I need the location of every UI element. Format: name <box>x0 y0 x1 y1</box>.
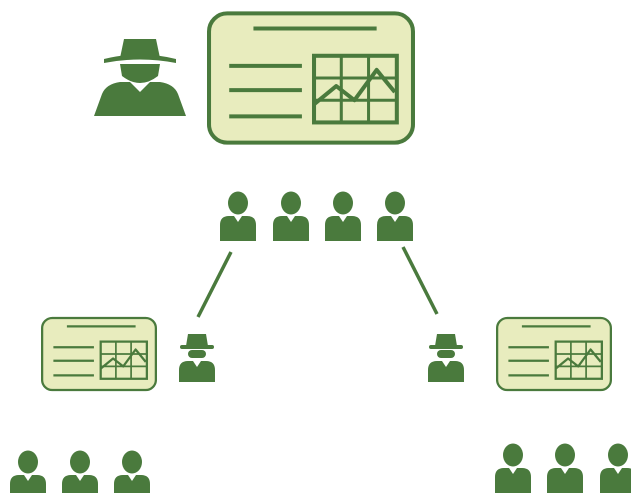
bottom-left-group <box>10 450 150 493</box>
bottom-right-group <box>495 443 631 493</box>
left-report-card-icon <box>41 316 157 392</box>
right-report-card-icon <box>496 316 612 392</box>
person-icon <box>10 450 46 493</box>
person-icon <box>62 450 98 493</box>
team-person-icon <box>220 191 256 241</box>
right-agent-icon <box>428 334 464 382</box>
team-group <box>220 191 413 241</box>
left-agent-icon <box>179 334 215 382</box>
person-icon <box>547 443 583 493</box>
person-icon <box>600 443 631 493</box>
team-person-icon <box>273 191 309 241</box>
connector-line-right <box>401 246 439 315</box>
team-person-icon <box>377 191 413 241</box>
spy-icon <box>94 39 186 116</box>
person-icon <box>495 443 531 493</box>
team-person-icon <box>325 191 361 241</box>
connector-line-left <box>196 251 233 318</box>
person-icon <box>114 450 150 493</box>
main-report-card-icon <box>209 13 413 142</box>
